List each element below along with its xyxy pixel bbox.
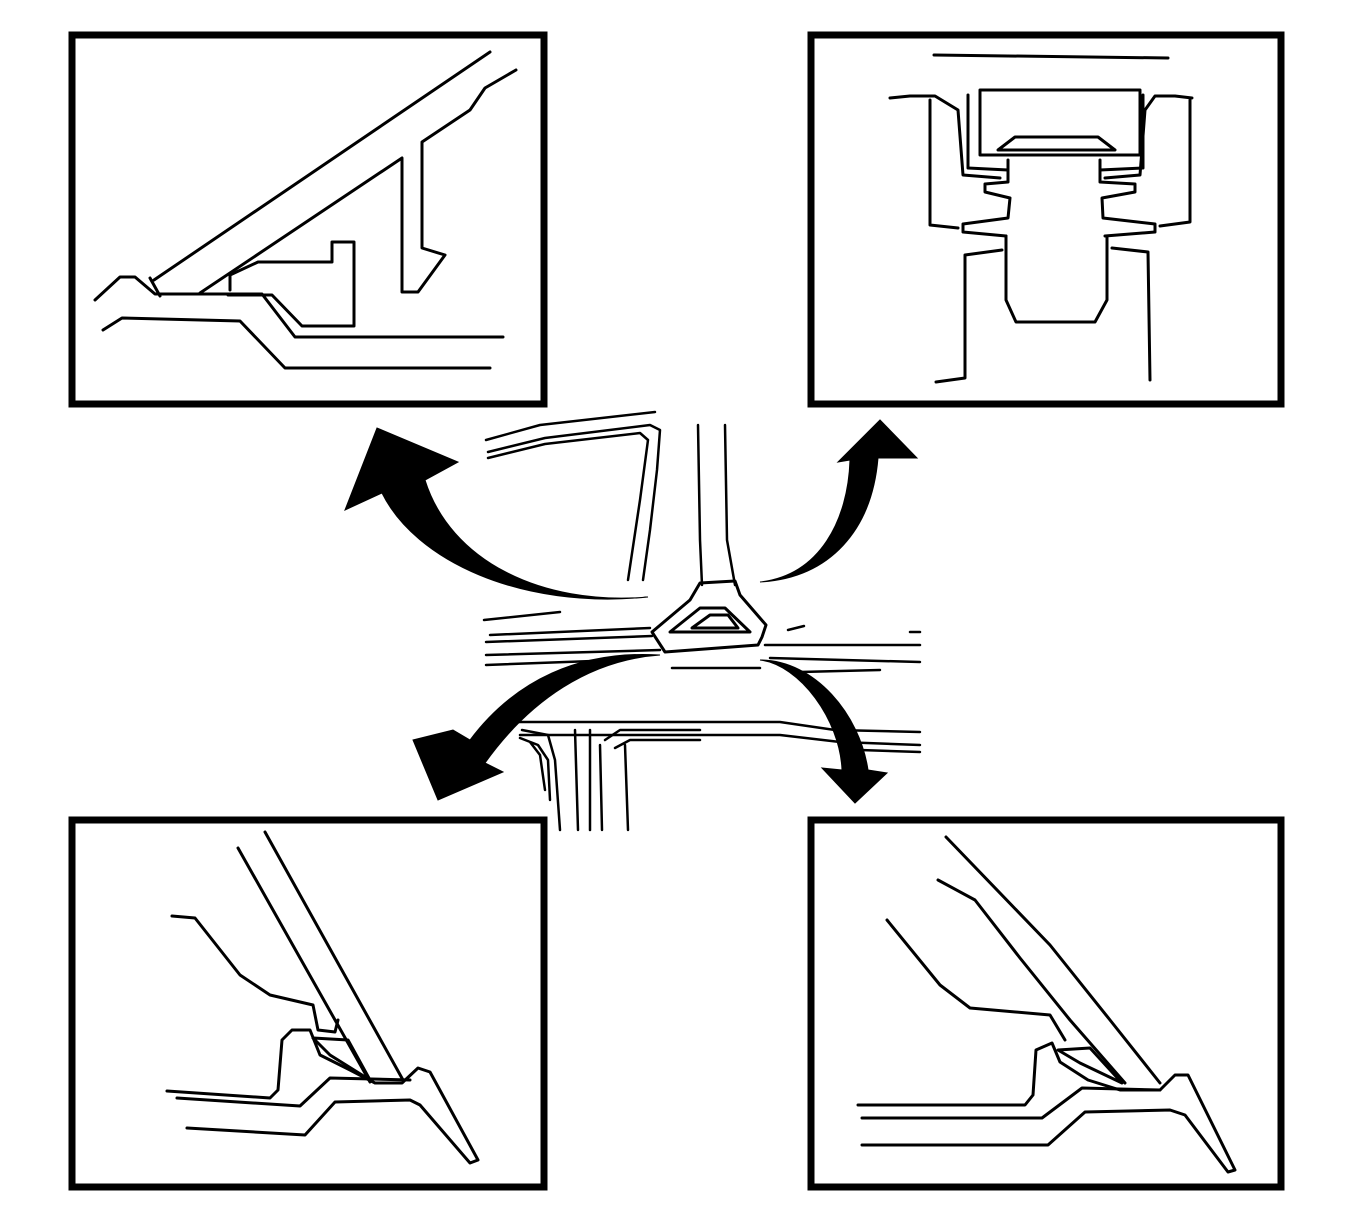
trim-profile xyxy=(170,914,340,1034)
upper-panel-edge xyxy=(152,50,492,282)
arrow-to-bottom-right xyxy=(759,659,889,804)
lower-flange-top xyxy=(93,275,505,339)
flange-line xyxy=(860,1086,1162,1120)
roof-rail-right xyxy=(723,423,737,587)
plug-head xyxy=(978,88,1142,157)
lower-frame-left-corner xyxy=(518,728,562,832)
panel-frame-top-right xyxy=(807,31,1285,408)
sloped-seal-drawing-right xyxy=(856,835,1237,1174)
glass-edge-outer xyxy=(263,830,405,1082)
roof-seam-lower xyxy=(484,648,922,674)
center-junction-view xyxy=(482,410,922,832)
arrow-to-bottom-left xyxy=(412,653,661,801)
clip-section-drawing xyxy=(93,50,518,370)
callout-arrows xyxy=(344,419,919,804)
retainer-profile xyxy=(856,1041,1237,1174)
roof-rail-left xyxy=(696,423,704,587)
plug-body xyxy=(1004,234,1109,324)
detail-panel-bottom-left xyxy=(68,816,548,1191)
detail-panel-top-left xyxy=(68,31,548,408)
base-left-wall xyxy=(928,98,1004,384)
trim-profile xyxy=(885,918,1067,1042)
glass-edge-inner xyxy=(936,878,1127,1085)
lower-frame-horizontal xyxy=(513,720,922,754)
top-surface-line xyxy=(932,53,1170,60)
panel-frame-bottom-right xyxy=(807,816,1285,1191)
detail-panel-top-right xyxy=(807,31,1285,408)
lower-flange-bottom xyxy=(101,316,492,370)
glass-edge-outer xyxy=(944,835,1162,1085)
clip-body xyxy=(226,240,356,328)
window-frame-top-outer xyxy=(484,410,657,442)
plug-cap xyxy=(996,135,1117,152)
trim-fastener-slot xyxy=(690,613,740,630)
window-frame-vertical xyxy=(486,431,650,582)
clip-tip xyxy=(148,276,162,298)
inner-channel xyxy=(966,93,1145,172)
outer-channel-right xyxy=(1103,94,1194,180)
roof-seam-upper xyxy=(482,610,652,637)
sloped-seal-drawing-left xyxy=(165,830,480,1165)
flange-line xyxy=(175,1076,412,1108)
roof-seam-line xyxy=(484,624,922,647)
plug-retainer-drawing xyxy=(888,53,1194,384)
lower-frame-pillar xyxy=(573,728,702,832)
outer-channel-left xyxy=(888,94,1002,180)
plug-neck-left xyxy=(961,158,1012,238)
trim-fastener xyxy=(650,579,768,654)
upper-panel-inner-edge xyxy=(198,68,518,295)
retainer-profile xyxy=(165,1028,480,1165)
base-right-wall xyxy=(1110,98,1192,382)
arrow-to-top-left xyxy=(344,427,649,600)
trim-fastener-inner xyxy=(668,606,752,634)
arrow-to-top-right xyxy=(759,419,919,583)
detail-panel-bottom-right xyxy=(807,816,1285,1191)
plug-neck-right xyxy=(1098,158,1157,238)
seal-lip xyxy=(1056,1046,1124,1085)
window-frame-top-inner xyxy=(486,423,662,582)
